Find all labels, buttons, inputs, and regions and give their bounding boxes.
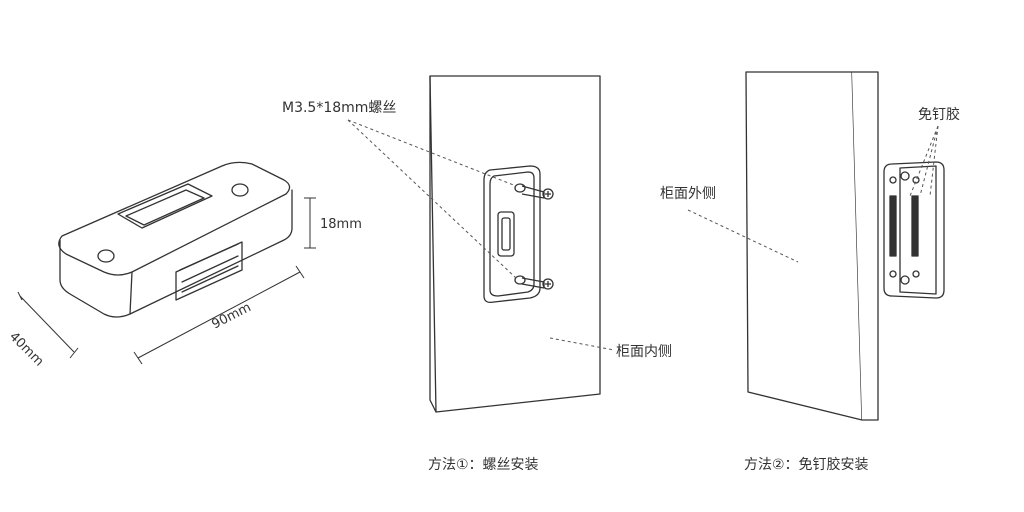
screw-spec-label: M3.5*18mm螺丝	[282, 100, 397, 116]
dimension-lines	[17, 197, 316, 365]
inner-side-label: 柜面内侧	[616, 344, 672, 360]
method2-caption: 方法②：免钉胶安装	[744, 457, 869, 473]
adhesive-label: 免钉胶	[918, 107, 960, 123]
panel-method1	[429, 75, 601, 413]
outer-side-label: 柜面外侧	[660, 186, 716, 202]
height-dimension-label: 18mm	[320, 217, 362, 232]
method1-caption: 方法①：螺丝安装	[428, 457, 539, 473]
leader-lines-method1	[347, 119, 615, 351]
product-drawing	[58, 161, 293, 318]
panel-method2	[745, 71, 945, 421]
leader-lines-method2	[687, 125, 939, 263]
